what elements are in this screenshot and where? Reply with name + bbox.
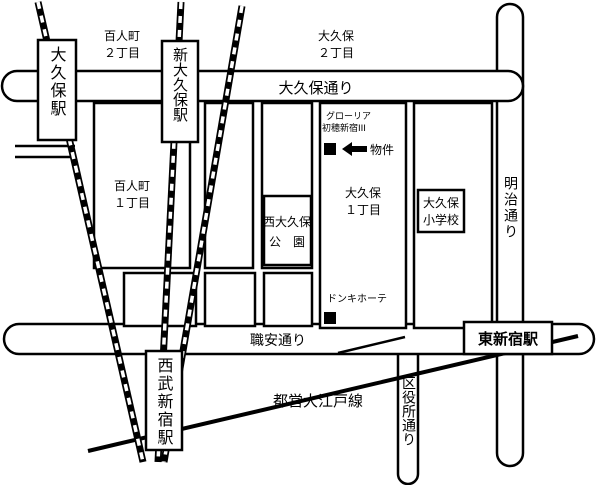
shin-okubo-station-label: 新大久保駅 — [171, 47, 189, 122]
donki-marker — [324, 312, 336, 324]
shin-okubo-station-box — [160, 39, 200, 144]
hyakunin-2-label: 百人町 — [104, 29, 140, 43]
glorious-label: グローリア — [326, 110, 371, 122]
park-label: 西大久保 — [263, 215, 311, 229]
kuyakusho-dori-label: 区役所通り — [400, 376, 416, 446]
meiji-dori-label: 明治通り — [502, 176, 518, 240]
okubo-1-label: １丁目 — [345, 203, 381, 217]
hyakunin-1-label: １丁目 — [114, 196, 150, 210]
higashi-shinjuku-station-label: 東新宿駅 — [478, 330, 539, 348]
railway-track — [36, 1, 145, 463]
okubo-2-label: 大久保 — [318, 29, 354, 43]
okubo-station-label: 大久保駅 — [48, 46, 67, 118]
higashi-shinjuku-station-box — [462, 320, 554, 356]
school-label: 小学校 — [423, 212, 459, 227]
property-label: 物件 — [370, 143, 394, 157]
property-marker — [324, 143, 336, 155]
park-label: 公 園 — [269, 235, 305, 249]
property-arrow-icon — [342, 142, 367, 156]
hyakunin-1-label: 百人町 — [114, 179, 150, 193]
donki-label: ドンキホーテ — [327, 293, 387, 305]
okubo-dori-label: 大久保通り — [278, 79, 353, 97]
diagonal-road — [337, 335, 406, 355]
okubo-2-label: ２丁目 — [318, 46, 354, 60]
seibu-shinjuku-station-label: 西武新宿駅 — [155, 357, 174, 447]
hyakunin-2-label: ２丁目 — [104, 46, 140, 60]
city-block — [262, 271, 314, 328]
school-label: 大久保 — [423, 196, 459, 210]
shokuan-dori-label: 職安通り — [250, 333, 306, 349]
glorious-label: 初穂新宿III — [322, 122, 366, 134]
okubo-station-box — [36, 38, 78, 142]
okubo-dori-road — [0, 69, 525, 103]
city-block — [122, 271, 198, 328]
oedo-line-label: 都営大江戸線 — [273, 392, 363, 410]
park-box — [262, 194, 313, 267]
seibu-shinjuku-station-box — [144, 349, 184, 452]
school-box — [416, 188, 466, 234]
okubo-1-label: 大久保 — [345, 186, 381, 200]
city-block — [203, 271, 257, 328]
city-block — [318, 101, 408, 330]
